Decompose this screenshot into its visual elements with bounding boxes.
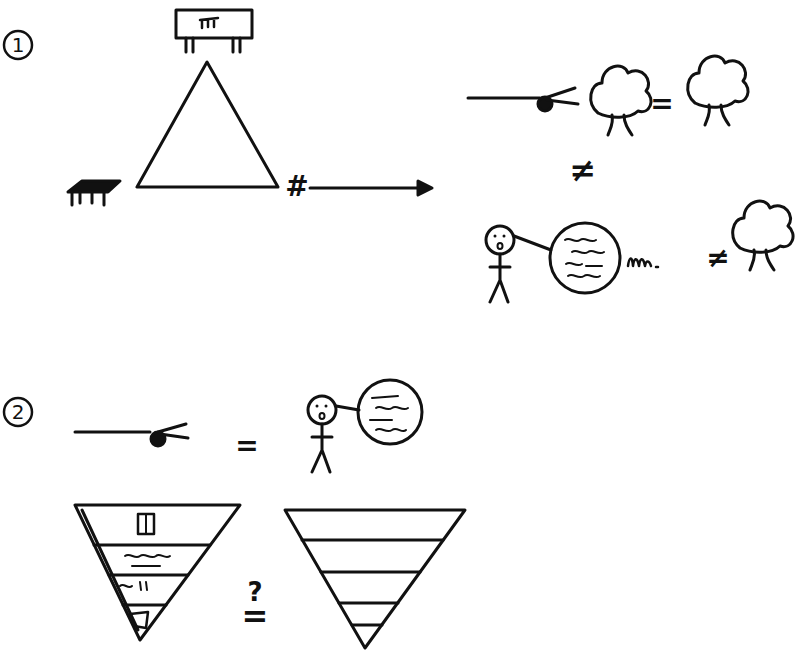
speech-bubble (514, 223, 620, 293)
pointer-symbol (75, 424, 188, 446)
desk-left (68, 181, 120, 205)
callout-circle: 1 (2, 29, 34, 61)
callout-circle-outline (4, 31, 32, 59)
math-symbol: # (285, 173, 308, 201)
callout-circle-outline (4, 398, 32, 426)
math-symbol: = (650, 90, 673, 118)
inverted-triangle-filled (75, 505, 240, 640)
tree (688, 56, 748, 125)
callout-number: 2 (12, 402, 25, 422)
stick-figure (486, 226, 514, 302)
callout-number: 1 (12, 35, 25, 55)
tree (733, 201, 793, 270)
triangle (137, 62, 278, 187)
stick-figure (308, 396, 336, 472)
math-symbol: = (242, 600, 269, 632)
math-symbol: ≠ (706, 244, 729, 272)
pointer-symbol (468, 88, 578, 111)
arrow (310, 181, 432, 195)
callout-circle: 2 (2, 396, 34, 428)
math-symbol: = (235, 432, 258, 460)
math-symbol: ≠ (570, 154, 597, 186)
desk-top (176, 10, 252, 52)
speech-bubble (336, 380, 422, 444)
tree (591, 66, 651, 135)
inverted-triangle-empty (285, 510, 465, 648)
scribble-word (628, 258, 658, 267)
